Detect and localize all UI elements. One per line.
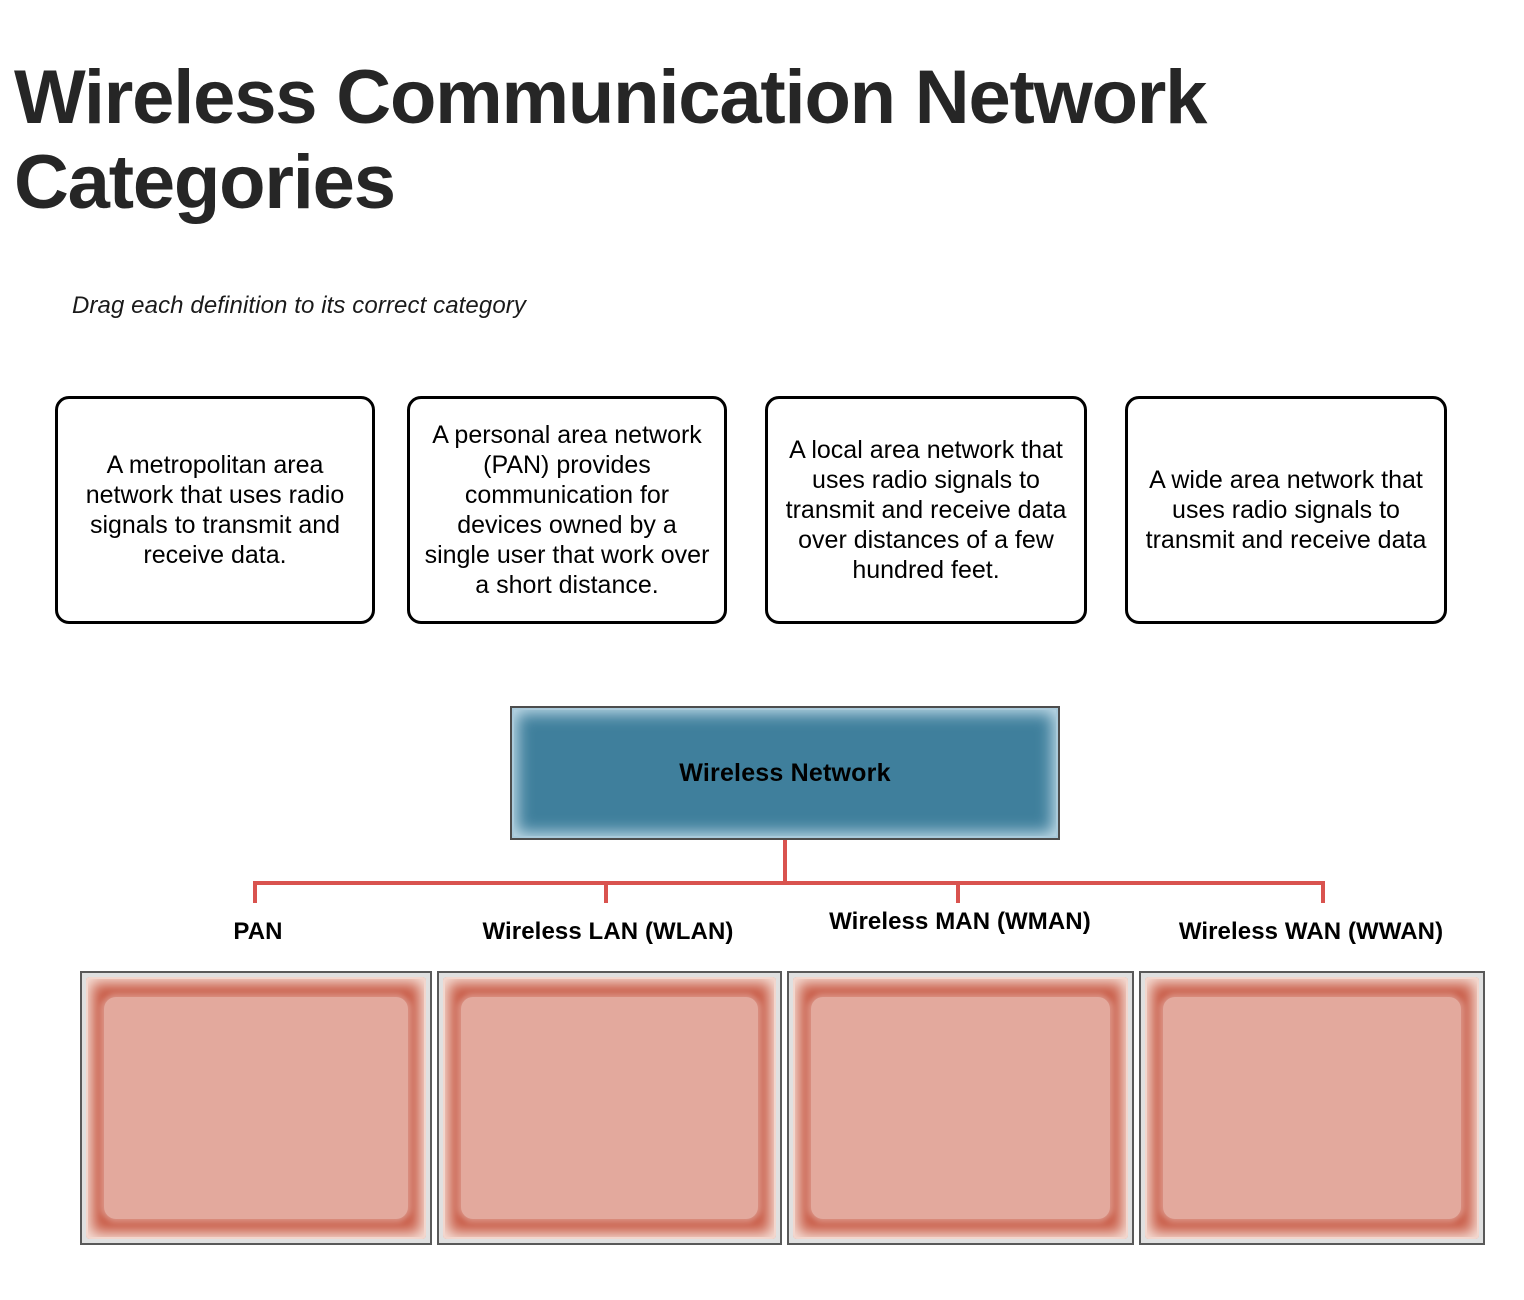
root-node-label: Wireless Network — [679, 758, 891, 787]
dropzone-ring — [443, 977, 776, 1239]
definition-card[interactable]: A personal area network (PAN) provides c… — [407, 396, 727, 624]
connector-trunk-line — [783, 840, 787, 883]
definition-card[interactable]: A metropolitan area network that uses ra… — [55, 396, 375, 624]
dropzone-ring — [1145, 977, 1479, 1239]
dropzone-well[interactable] — [1163, 997, 1461, 1219]
dropzone-wlan[interactable] — [437, 971, 782, 1245]
connector-drop-line — [604, 881, 608, 903]
connector-branch-bar — [253, 881, 1325, 885]
dropzone-ring — [86, 977, 426, 1239]
connector-drop-line — [956, 881, 960, 903]
definition-card-text: A personal area network (PAN) provides c… — [424, 421, 710, 599]
definition-card-text: A local area network that uses radio sig… — [785, 436, 1067, 584]
definition-card[interactable]: A local area network that uses radio sig… — [765, 396, 1087, 624]
dropzone-pan[interactable] — [80, 971, 432, 1245]
category-label-wman: Wireless MAN (WMAN) — [829, 908, 1091, 935]
instruction-text: Drag each definition to its correct cate… — [72, 292, 526, 319]
definition-card[interactable]: A wide area network that uses radio sign… — [1125, 396, 1447, 624]
dropzone-well[interactable] — [104, 997, 408, 1219]
definition-card-text: A wide area network that uses radio sign… — [1145, 466, 1427, 554]
category-label-wlan: Wireless LAN (WLAN) — [482, 918, 734, 945]
definition-card-text: A metropolitan area network that uses ra… — [85, 451, 345, 569]
dropzone-ring — [793, 977, 1128, 1239]
root-node-wireless-network: Wireless Network — [510, 706, 1060, 840]
dropzone-wman[interactable] — [787, 971, 1134, 1245]
dropzone-wwan[interactable] — [1139, 971, 1485, 1245]
connector-drop-line — [253, 881, 257, 903]
connector-drop-line — [1321, 881, 1325, 903]
category-label-wwan: Wireless WAN (WWAN) — [1178, 918, 1444, 945]
dropzone-well[interactable] — [811, 997, 1110, 1219]
dropzone-well[interactable] — [461, 997, 758, 1219]
definition-card-row: A metropolitan area network that uses ra… — [0, 396, 1524, 624]
page-title: Wireless Communication Network Categorie… — [14, 54, 1207, 226]
category-label-pan: PAN — [233, 918, 283, 945]
